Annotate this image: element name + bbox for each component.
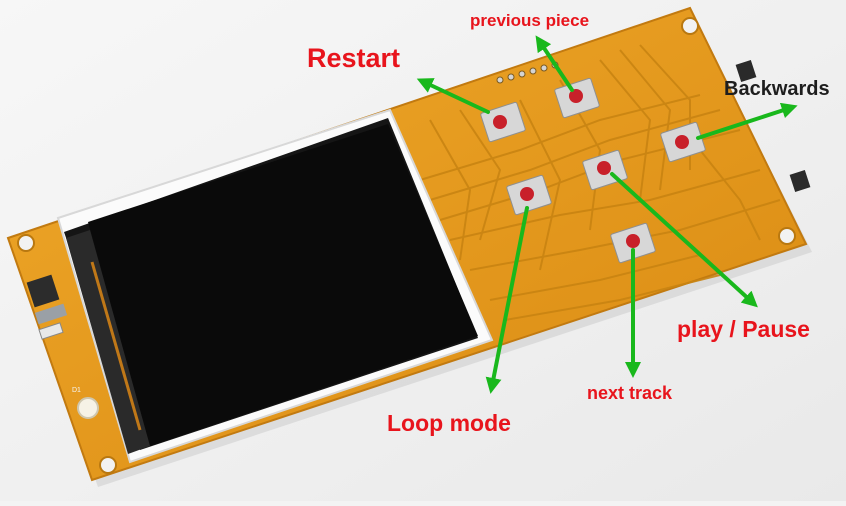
- label-restart: Restart: [307, 43, 401, 73]
- label-backwards: Backwards: [724, 78, 830, 100]
- flex-cable: [90, 261, 142, 431]
- side-switches: [735, 59, 811, 193]
- pcb-traces: [419, 44, 781, 321]
- label-loop-mode: Loop mode: [387, 410, 511, 436]
- mounting-holes: [17, 17, 796, 474]
- arrow-restart: [416, 78, 490, 114]
- svg-text:D1: D1: [72, 387, 81, 394]
- backwards-button: [660, 121, 706, 163]
- arrow-play-pause: [610, 172, 758, 308]
- label-next-track: next track: [587, 383, 673, 403]
- lcd-screen: [88, 124, 478, 446]
- ir-receiver: [26, 274, 68, 340]
- label-previous-piece: previous piece: [470, 11, 590, 30]
- led: D1: [72, 387, 99, 419]
- lcd-flex-edge: [66, 230, 150, 454]
- arrow-loop-mode: [485, 206, 529, 394]
- annotation-arrows: [416, 35, 798, 394]
- previous-piece-button: [554, 77, 600, 119]
- loop-mode-button: [506, 174, 552, 216]
- arrow-backwards: [696, 102, 798, 140]
- tactile-buttons: [480, 77, 706, 264]
- restart-button: [480, 101, 526, 143]
- next-track-button: [610, 222, 656, 264]
- arrow-previous-piece: [535, 35, 574, 92]
- label-play-pause: play / Pause: [677, 316, 810, 342]
